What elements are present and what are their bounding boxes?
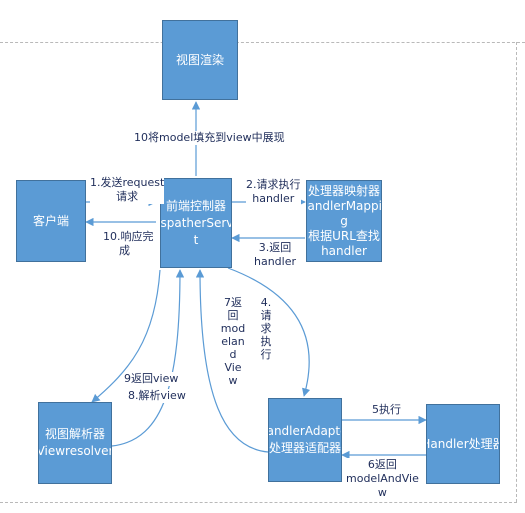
edge-label-8-text: 8.解析view xyxy=(128,389,186,402)
edge-label-9-text: 9返回view xyxy=(124,372,179,385)
edge-label-7-part-6: Vie xyxy=(224,361,242,374)
arrow-8-resolve-view xyxy=(111,269,185,447)
edge-label-7-part-2: 回 xyxy=(227,309,239,322)
dispatcher-line-1: 前端控制器 xyxy=(165,198,226,213)
edge-label-7-part-5: d xyxy=(229,348,237,361)
edge-label-9-return-view: 9返回view xyxy=(124,372,179,386)
view-resolver-line-2: Viewresolver xyxy=(38,444,112,458)
edge-label-4-char-3: 求 xyxy=(260,322,272,335)
edge-label-10-fill-model-text: 10将model填充到view中展现 xyxy=(134,131,285,144)
dashed-frame-bottom xyxy=(0,502,517,503)
edge-label-4-char-1: 4. xyxy=(260,296,272,309)
edge-label-10-response: 10.响应完 成 xyxy=(103,230,154,258)
handler-label: Handler处理器 xyxy=(427,436,500,451)
edge-label-5-execute: 5执行 xyxy=(372,403,401,417)
edge-label-7-return-mav: 7返 回 mod elan d Vie w xyxy=(220,296,246,387)
view-render-label: 视图渲染 xyxy=(175,52,224,67)
client-node: 客户端 xyxy=(16,180,86,262)
edge-label-3-line-2: handler xyxy=(254,255,297,268)
handler-mapping-line-5: handler xyxy=(321,243,367,258)
dispatcher-line-3: t xyxy=(193,232,199,247)
dashed-frame-right xyxy=(516,42,517,502)
edge-label-4-char-5: 行 xyxy=(260,348,272,361)
handler-mapping-line-2: HandlerMappin xyxy=(307,198,382,213)
handler-adapter-node: HandlerAdapter 处理器适配器 xyxy=(268,398,342,482)
edge-label-3-return-handler: 3.返回 handler xyxy=(254,241,297,269)
edge-label-2-request-handler: 2.请求执行 handler xyxy=(246,178,301,206)
edge-label-4-char-2: 请 xyxy=(260,309,272,322)
view-render-node: 视图渲染 xyxy=(162,20,238,100)
arrow-9-return-view xyxy=(91,269,161,403)
handler-adapter-line-2: 处理器适配器 xyxy=(269,441,342,455)
dispatcher-servlet-node: 前端控制器 DispatherServle t xyxy=(160,178,232,268)
arrow-7-return-mav xyxy=(195,269,269,453)
handler-mapping-line-1: 处理器映射器 xyxy=(307,183,380,198)
edge-label-6-line-2: modelAndVie xyxy=(346,472,419,485)
handler-mapping-line-4: 根据URL查找 xyxy=(308,228,380,243)
edge-label-5-text: 5执行 xyxy=(372,403,401,416)
edge-label-2-line-1: 2.请求执行 xyxy=(246,178,301,191)
handler-mapping-line-3: g xyxy=(340,213,348,228)
view-resolver-line-1: 视图解析器 xyxy=(44,427,105,441)
edge-label-7-part-1: 7返 xyxy=(224,296,242,309)
edge-label-3-line-1: 3.返回 xyxy=(258,241,292,254)
edge-label-1-send-request: 1.发送request 请求 xyxy=(90,176,165,204)
edge-label-6-line-3: w xyxy=(377,486,387,499)
edge-label-6-line-1: 6返回 xyxy=(367,458,397,471)
handler-node: Handler处理器 xyxy=(426,404,500,484)
dashed-frame-top xyxy=(0,42,525,43)
client-label: 客户端 xyxy=(32,213,69,228)
edge-label-10-fill-model: 10将model填充到view中展现 xyxy=(134,131,285,145)
handler-mapping-node: 处理器映射器 HandlerMappin g 根据URL查找 handler xyxy=(306,180,382,262)
edge-label-8-resolve-view: 8.解析view xyxy=(128,389,186,403)
edge-label-4-request-execute: 4. 请 求 执 行 xyxy=(258,296,274,361)
edge-label-10-response-line-2: 成 xyxy=(119,244,130,257)
edge-label-6-return-mav: 6返回 modelAndVie w xyxy=(346,458,419,500)
edge-label-1-line-1: 1.发送request xyxy=(90,176,165,189)
edge-label-1-line-2: 请求 xyxy=(116,190,139,203)
arrow-4-request-execute xyxy=(227,267,311,397)
handler-adapter-line-1: HandlerAdapter xyxy=(268,424,341,438)
edge-label-7-part-4: elan xyxy=(221,335,245,348)
edge-label-7-part-3: mod xyxy=(220,322,246,335)
edge-label-2-line-2: handler xyxy=(252,192,295,205)
view-resolver-node: 视图解析器 Viewresolver xyxy=(38,402,112,484)
edge-label-7-part-7: w xyxy=(228,374,238,387)
edge-label-4-char-4: 执 xyxy=(260,335,272,348)
edge-label-10-response-line-1: 10.响应完 xyxy=(103,230,154,243)
dispatcher-line-2: DispatherServle xyxy=(160,215,231,230)
